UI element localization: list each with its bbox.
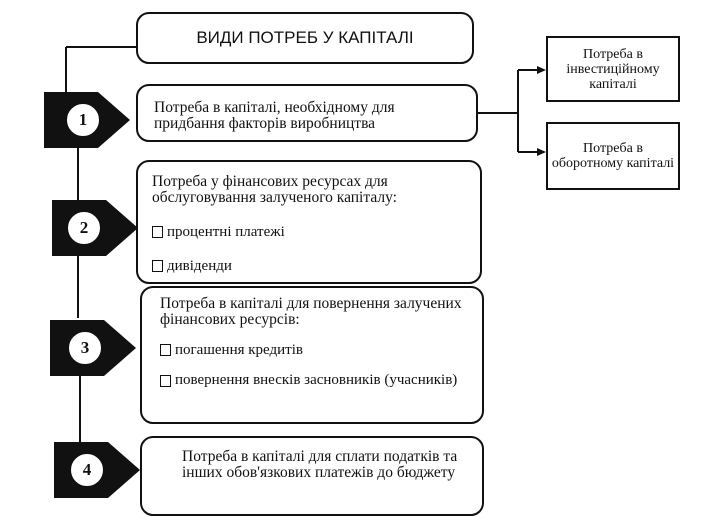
need-box-2: Потреба у фінансових ресурсах для обслуг… <box>136 160 482 284</box>
need-3-item-1-label: погашення кредитів <box>175 342 303 358</box>
need-box-1: Потреба в капіталі, необхідному для прид… <box>136 84 478 142</box>
need-text-4: Потреба в капіталі для сплати податків т… <box>182 448 458 481</box>
checkbox-icon <box>160 344 171 356</box>
number-marker-2: 2 <box>52 198 140 258</box>
need-text-2: Потреба у фінансових ресурсах для обслуг… <box>152 173 397 206</box>
need-2-item-1: процентні платежі <box>152 224 472 240</box>
need-text-1: Потреба в капіталі, необхідному для прид… <box>154 99 395 132</box>
need-2-item-2-label: дивіденди <box>167 258 232 274</box>
need-3-item-2-label: повернення внесків засновників (учасникі… <box>175 372 458 388</box>
need-box-4: Потреба в капіталі для сплати податків т… <box>140 436 484 516</box>
number-marker-4: 4 <box>54 440 142 500</box>
need-text-3: Потреба в капіталі для повернення залуче… <box>160 295 462 328</box>
checkbox-icon <box>152 260 163 272</box>
need-3-item-2: повернення внесків засновників (учасникі… <box>160 372 460 388</box>
investment-capital-label: Потреба в інвестиційному капіталі <box>566 46 660 92</box>
need-2-item-2: дивіденди <box>152 258 472 274</box>
number-marker-1: 1 <box>44 90 132 150</box>
diagram-title: ВИДИ ПОТРЕБ У КАПІТАЛІ <box>196 28 414 47</box>
number-marker-3: 3 <box>50 318 138 378</box>
need-2-item-1-label: процентні платежі <box>167 224 285 240</box>
working-capital-box: Потреба в оборотному капіталі <box>546 122 680 190</box>
need-box-3: Потреба в капіталі для повернення залуче… <box>140 286 484 424</box>
title-box: ВИДИ ПОТРЕБ У КАПІТАЛІ <box>136 12 474 64</box>
number-badge-1: 1 <box>66 103 100 137</box>
number-badge-4: 4 <box>70 453 104 487</box>
number-badge-2: 2 <box>67 211 101 245</box>
checkbox-icon <box>160 375 171 387</box>
checkbox-icon <box>152 226 163 238</box>
working-capital-label: Потреба в оборотному капіталі <box>551 141 675 171</box>
need-3-item-1: погашення кредитів <box>160 342 474 358</box>
investment-capital-box: Потреба в інвестиційному капіталі <box>546 36 680 102</box>
number-badge-3: 3 <box>68 331 102 365</box>
